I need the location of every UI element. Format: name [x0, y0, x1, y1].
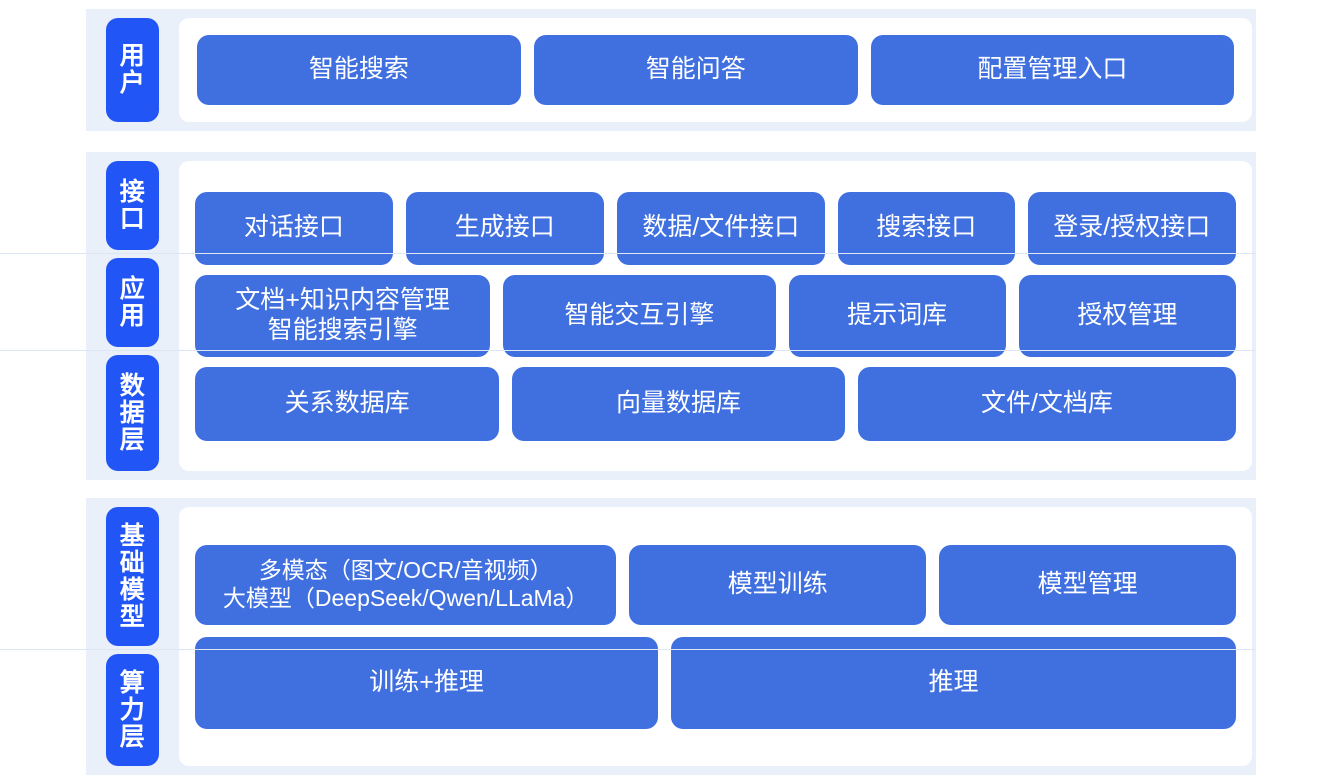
node-prompt-library[interactable]: 提示词库 [788, 274, 1006, 357]
node-search-api[interactable]: 搜索接口 [838, 191, 1015, 265]
node-smart-qa[interactable]: 智能问答 [533, 35, 858, 105]
node-relational-database[interactable]: 关系数据库 [195, 366, 500, 441]
label-cell-user: 用户 [86, 18, 179, 122]
node-model-training[interactable]: 模型训练 [629, 544, 927, 625]
label-cell-interface: 接口 [86, 161, 179, 250]
layer-label-compute: 算力层 [106, 654, 159, 766]
row-foundation-model: 多模态（图文/OCR/音视频） 大模型（DeepSeek/Qwen/LLaMa）… [195, 544, 1236, 625]
band-base: 基础模型 算力层 多模态（图文/OCR/音视频） 大模型（DeepSeek/Qw… [0, 498, 1256, 775]
node-document-knowledge-management[interactable]: 文档+知识内容管理 智能搜索引擎 [195, 274, 491, 357]
band-core-panel: 对话接口 生成接口 数据/文件接口 搜索接口 登录/授权接口 文档+知识内容管理… [179, 161, 1252, 471]
layer-label-data: 数据层 [106, 355, 159, 471]
node-training-plus-inference[interactable]: 训练+推理 [195, 636, 659, 729]
node-file-document-store[interactable]: 文件/文档库 [857, 366, 1236, 441]
node-dialog-api[interactable]: 对话接口 [195, 191, 393, 265]
node-config-management-entry[interactable]: 配置管理入口 [870, 35, 1234, 105]
band-users-labels: 用户 [86, 9, 179, 131]
band-users-panel: 智能搜索 智能问答 配置管理入口 [179, 18, 1252, 122]
label-cell-application: 应用 [0, 253, 1256, 347]
band-core-labels: 接口 应用 数据层 [0, 152, 1256, 480]
node-smart-interaction-engine[interactable]: 智能交互引擎 [503, 274, 776, 357]
row-compute: 训练+推理 推理 [195, 636, 1236, 729]
row-user-entries: 智能搜索 智能问答 配置管理入口 [197, 35, 1234, 105]
label-cell-compute: 算力层 [0, 649, 1256, 766]
node-multimodal-large-model[interactable]: 多模态（图文/OCR/音视频） 大模型（DeepSeek/Qwen/LLaMa） [195, 544, 617, 625]
node-generation-api[interactable]: 生成接口 [405, 191, 604, 265]
label-cell-data: 数据层 [0, 350, 1256, 471]
layer-label-interface: 接口 [106, 161, 159, 250]
node-vector-database[interactable]: 向量数据库 [512, 366, 845, 441]
node-data-file-api[interactable]: 数据/文件接口 [616, 191, 826, 265]
node-authorization-management[interactable]: 授权管理 [1018, 274, 1236, 357]
node-model-management[interactable]: 模型管理 [939, 544, 1236, 625]
band-base-panel: 多模态（图文/OCR/音视频） 大模型（DeepSeek/Qwen/LLaMa）… [179, 507, 1252, 766]
row-data: 关系数据库 向量数据库 文件/文档库 [195, 366, 1236, 441]
band-base-labels: 基础模型 算力层 [0, 498, 1256, 775]
layer-label-user: 用户 [106, 18, 159, 122]
node-inference[interactable]: 推理 [671, 636, 1236, 729]
band-core: 接口 应用 数据层 对话接口 生成接口 数据/文件接口 搜索接口 登录/授权接口… [0, 152, 1256, 480]
band-users: 用户 智能搜索 智能问答 配置管理入口 [86, 9, 1256, 131]
node-login-auth-api[interactable]: 登录/授权接口 [1027, 191, 1236, 265]
label-cell-foundation-model: 基础模型 [86, 507, 179, 646]
layer-label-application: 应用 [106, 258, 159, 347]
layer-label-foundation-model: 基础模型 [106, 507, 159, 646]
row-interface: 对话接口 生成接口 数据/文件接口 搜索接口 登录/授权接口 [195, 191, 1236, 265]
row-application: 文档+知识内容管理 智能搜索引擎 智能交互引擎 提示词库 授权管理 [195, 274, 1236, 357]
node-smart-search[interactable]: 智能搜索 [197, 35, 521, 105]
